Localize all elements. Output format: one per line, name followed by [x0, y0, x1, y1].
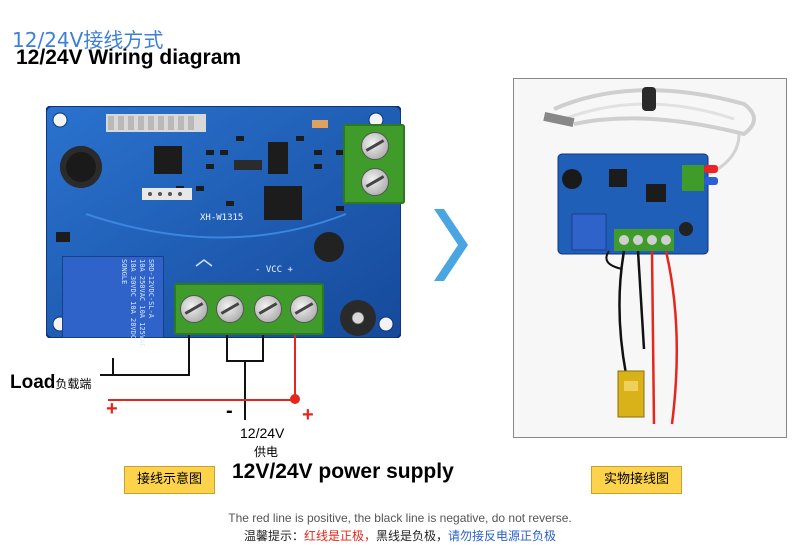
- relay-spec-2: 10A 30VDC 10A 28VDC: [129, 259, 137, 340]
- electrolytic-capacitor-icon: [340, 300, 376, 336]
- bridge-wire-v1: [226, 335, 228, 361]
- load-plus-sign: +: [106, 398, 118, 420]
- diagram-tag: 接线示意图: [124, 466, 216, 494]
- junction-dot: [290, 394, 300, 404]
- load-wire-black-v: [188, 335, 190, 375]
- chevron-right-icon: [434, 209, 468, 281]
- supply-cn-label: 供电: [254, 445, 279, 459]
- real-wiring-photo: [513, 78, 787, 438]
- supply-plus-sign: +: [302, 404, 314, 426]
- relay-brand: SONGLE: [120, 259, 128, 285]
- board-model-label: XH-W1315: [200, 213, 244, 223]
- power-supply-label: 12V/24V power supply: [232, 460, 454, 483]
- note-chinese: 温馨提示：红线是正极，黑线是负极，请勿接反电源正负极: [0, 527, 800, 544]
- title-chinese: 12/24V接线方式: [12, 28, 164, 52]
- negative-wire: [244, 360, 246, 420]
- title-english: 12/24V Wiring diagram: [16, 46, 242, 69]
- screw-icon: [254, 295, 282, 323]
- note-cn-prefix: 温馨提示：: [243, 529, 304, 543]
- power-terminal-block: [174, 283, 324, 335]
- capacitor-icon: [314, 232, 344, 262]
- sensor-probe-icon: [543, 87, 756, 425]
- minus-sign: -: [226, 400, 233, 422]
- load-label: Load负载端: [10, 372, 92, 393]
- buzzer-icon: [60, 146, 102, 188]
- screw-icon: [290, 295, 318, 323]
- screw-icon: [361, 168, 389, 196]
- load-wire-stub: [112, 358, 114, 374]
- supply-voltage-label: 12/24V: [240, 425, 285, 441]
- load-label-cn: 负载端: [55, 377, 92, 391]
- bridge-wire-v2: [262, 335, 264, 361]
- note-cn-red: 红线是正极，: [303, 529, 376, 543]
- vcc-label: - VCC +: [255, 265, 293, 275]
- relay-spec-1: 10A 250VAC 10A 125VAC: [138, 259, 146, 348]
- photo-tag: 实物接线图: [591, 466, 683, 494]
- note-cn-rest: 请勿接反电源正负极: [448, 529, 557, 543]
- relay-model: SRD-12VDC-SL-A: [147, 259, 155, 319]
- note-english: The red line is positive, the black line…: [228, 511, 572, 525]
- positive-wire-h: [108, 399, 296, 401]
- sensor-terminal-block: [343, 124, 405, 204]
- note-cn-black: 黑线是负极，: [376, 529, 449, 543]
- positive-wire-v: [294, 335, 296, 399]
- screw-icon: [216, 295, 244, 323]
- screw-icon: [180, 295, 208, 323]
- load-wire-black-h: [100, 374, 190, 376]
- relay-icon: SRD-12VDC-SL-A 10A 250VAC 10A 125VAC 10A…: [62, 256, 164, 348]
- screw-icon: [361, 132, 389, 160]
